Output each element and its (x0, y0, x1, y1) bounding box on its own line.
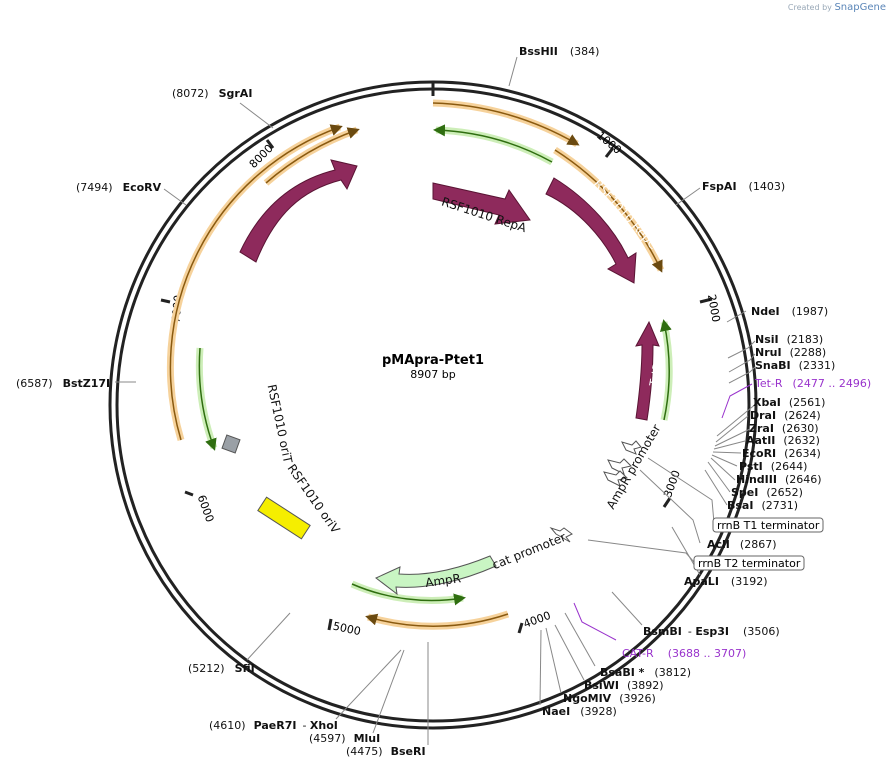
site-nsii: NsiI(2183) (755, 333, 823, 346)
tick-label-2000: 2000 (705, 293, 723, 323)
site-hindiii: HindIII(2646) (736, 473, 822, 486)
site-sfii: (5212)SfiI (188, 662, 255, 675)
site-bsiwi: BsiWI(3892) (584, 679, 664, 692)
site-bsai: BsaI(2731) (727, 499, 798, 512)
green-feature-arcs (195, 124, 673, 606)
plasmid-name: pMApra-Ptet1 (382, 353, 484, 368)
site-ecori: EcoRI(2634) (742, 447, 821, 460)
site-bseri: (4475)BseRI (346, 745, 426, 758)
site-naei: NaeI(3928) (542, 705, 617, 718)
site-spei: SpeI(2652) (731, 486, 803, 499)
site-mlui: (4597)MluI (309, 732, 380, 745)
feature-cat-promoter (549, 526, 573, 543)
site-acli: AclI(2867) (707, 538, 776, 551)
tick-label-5000: 5000 (332, 620, 362, 639)
label-oriT: RSF1010 oriT (265, 383, 295, 465)
label-apmR: AmpR (424, 571, 461, 590)
label-rrnB-T2: rrnB T2 terminator (698, 557, 801, 570)
feature-promoter-3 (603, 470, 628, 487)
snapgene-logo-text: SnapGene (834, 2, 886, 13)
site-snabi: SnaBI(2331) (755, 359, 835, 372)
site-labels: BssHII(384) FspAI(1403) NdeI(1987) NsiI(… (16, 45, 871, 758)
tick-label-6000: 6000 (195, 493, 217, 524)
label-rrnB-T1: rrnB T1 terminator (717, 519, 820, 532)
site-leader-lines (115, 56, 758, 745)
feature-apmR: AmpR (375, 555, 497, 596)
orange-feature-arcs (166, 99, 665, 630)
site-nrui: NruI(2288) (755, 346, 826, 359)
site-zrai: ZraI(2630) (749, 422, 819, 435)
site-paer7i: (4610)PaeR7I- XhoI (209, 719, 338, 732)
site-bsshii: BssHII(384) (519, 45, 599, 58)
feature-repC: RSF1010 RepC (545, 177, 660, 284)
site-tetr-primer: Tet-R(2477 .. 2496) (754, 377, 871, 390)
site-bstz17i: (6587)BstZ17I (16, 377, 110, 390)
feature-tetR: TetR (635, 320, 664, 421)
plasmid-size: 8907 bp (410, 368, 455, 381)
feature-promoter-1 (621, 440, 642, 455)
feature-oriV (257, 496, 311, 540)
site-bsmbi: BsmBI- Esp3I(3506) (643, 625, 780, 638)
site-apali: ApaLI(3192) (684, 575, 768, 588)
site-ngomiv: NgoMIV(3926) (563, 692, 656, 705)
site-psti: PstI(2644) (739, 460, 807, 473)
site-ecorv: (7494)EcoRV (76, 181, 162, 194)
feature-oriT (221, 434, 241, 454)
feature-promoter-2 (607, 458, 632, 475)
feature-repA: RSF1010 RepA (432, 182, 531, 235)
terminator-labels: rrnB T1 terminator rrnB T2 terminator (693, 517, 824, 571)
site-sgrai: (8072)SgrAI (172, 87, 252, 100)
tick-label-3000: 3000 (661, 469, 683, 500)
site-ndei: NdeI(1987) (751, 305, 828, 318)
site-drai: DraI(2624) (750, 409, 821, 422)
credit-prefix: Created by (787, 3, 832, 12)
label-cat-promoter: cat promoter (490, 530, 568, 572)
tick-label-4000: 4000 (522, 609, 553, 631)
site-xbai: XbaI(2561) (753, 396, 825, 409)
site-aatii: AatII(2632) (746, 434, 820, 447)
site-fspai: FspAI(1403) (702, 180, 785, 193)
site-bsabi: BsaBI *(3812) (600, 666, 691, 679)
label-tetR: TetR (647, 361, 664, 388)
snapgene-credit: Created by SnapGene (788, 2, 886, 13)
site-cat-primer: CAT-R(3688 .. 3707) (622, 647, 746, 660)
